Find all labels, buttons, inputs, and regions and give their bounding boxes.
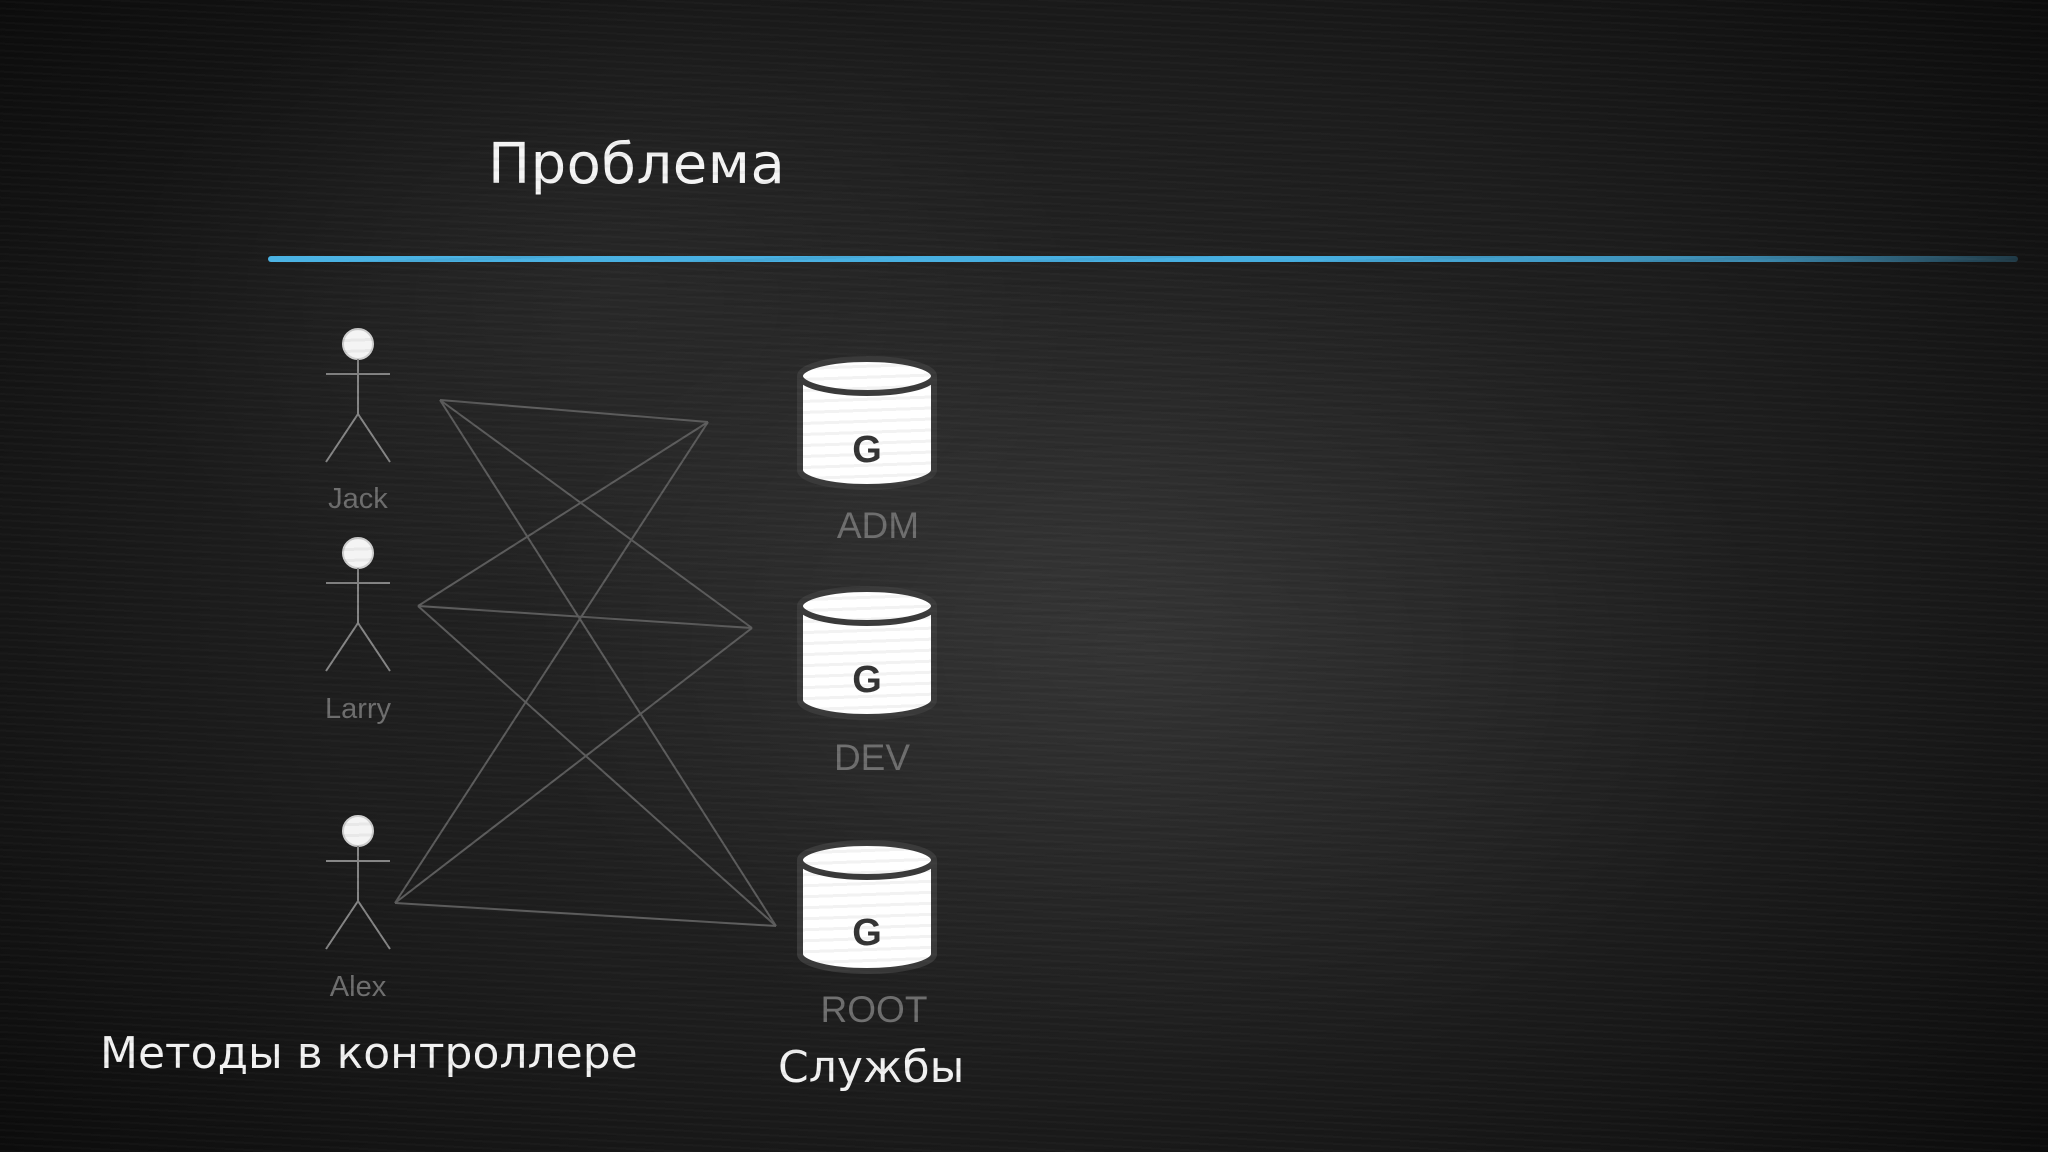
connection-line-alex-root	[394, 902, 777, 927]
connection-line-jack-dev	[439, 399, 753, 629]
services-caption: Службы	[778, 1042, 965, 1093]
database-icon-letter: G	[852, 429, 882, 471]
actor-jack: Jack	[325, 328, 391, 515]
connection-line-jack-adm	[439, 399, 709, 423]
connection-line-alex-dev	[394, 627, 753, 904]
stick-figure-icon	[325, 537, 391, 672]
database-icon: G	[797, 840, 937, 974]
database-icon-letter: G	[852, 659, 882, 701]
service-label: ROOT	[821, 989, 928, 1030]
actor-larry: Larry	[325, 537, 392, 725]
actor-label: Larry	[325, 693, 392, 725]
stick-figure-icon	[325, 328, 391, 463]
connection-line-jack-root	[439, 399, 777, 927]
service-root: G ROOT	[797, 840, 937, 1030]
stick-figure-icon	[325, 815, 391, 950]
database-icon: G	[797, 356, 937, 490]
service-dev: G DEV	[797, 586, 937, 778]
slide-title: Проблема	[488, 132, 786, 197]
connection-line-larry-adm	[417, 421, 709, 607]
connection-lines	[394, 399, 777, 927]
connection-line-alex-adm	[394, 421, 709, 904]
service-label: ADM	[837, 505, 919, 546]
actor-label: Jack	[328, 483, 388, 515]
service-adm: G ADM	[797, 356, 937, 546]
service-label: DEV	[834, 737, 910, 778]
actor-label: Alex	[330, 971, 387, 1003]
actor-alex: Alex	[325, 815, 391, 1003]
connection-line-larry-dev	[417, 605, 753, 629]
database-icon: G	[797, 586, 937, 720]
database-icon-letter: G	[852, 912, 882, 954]
connection-line-larry-root	[417, 605, 777, 927]
title-underline	[268, 256, 2018, 262]
controller-methods-caption: Методы в контроллере	[100, 1028, 638, 1079]
